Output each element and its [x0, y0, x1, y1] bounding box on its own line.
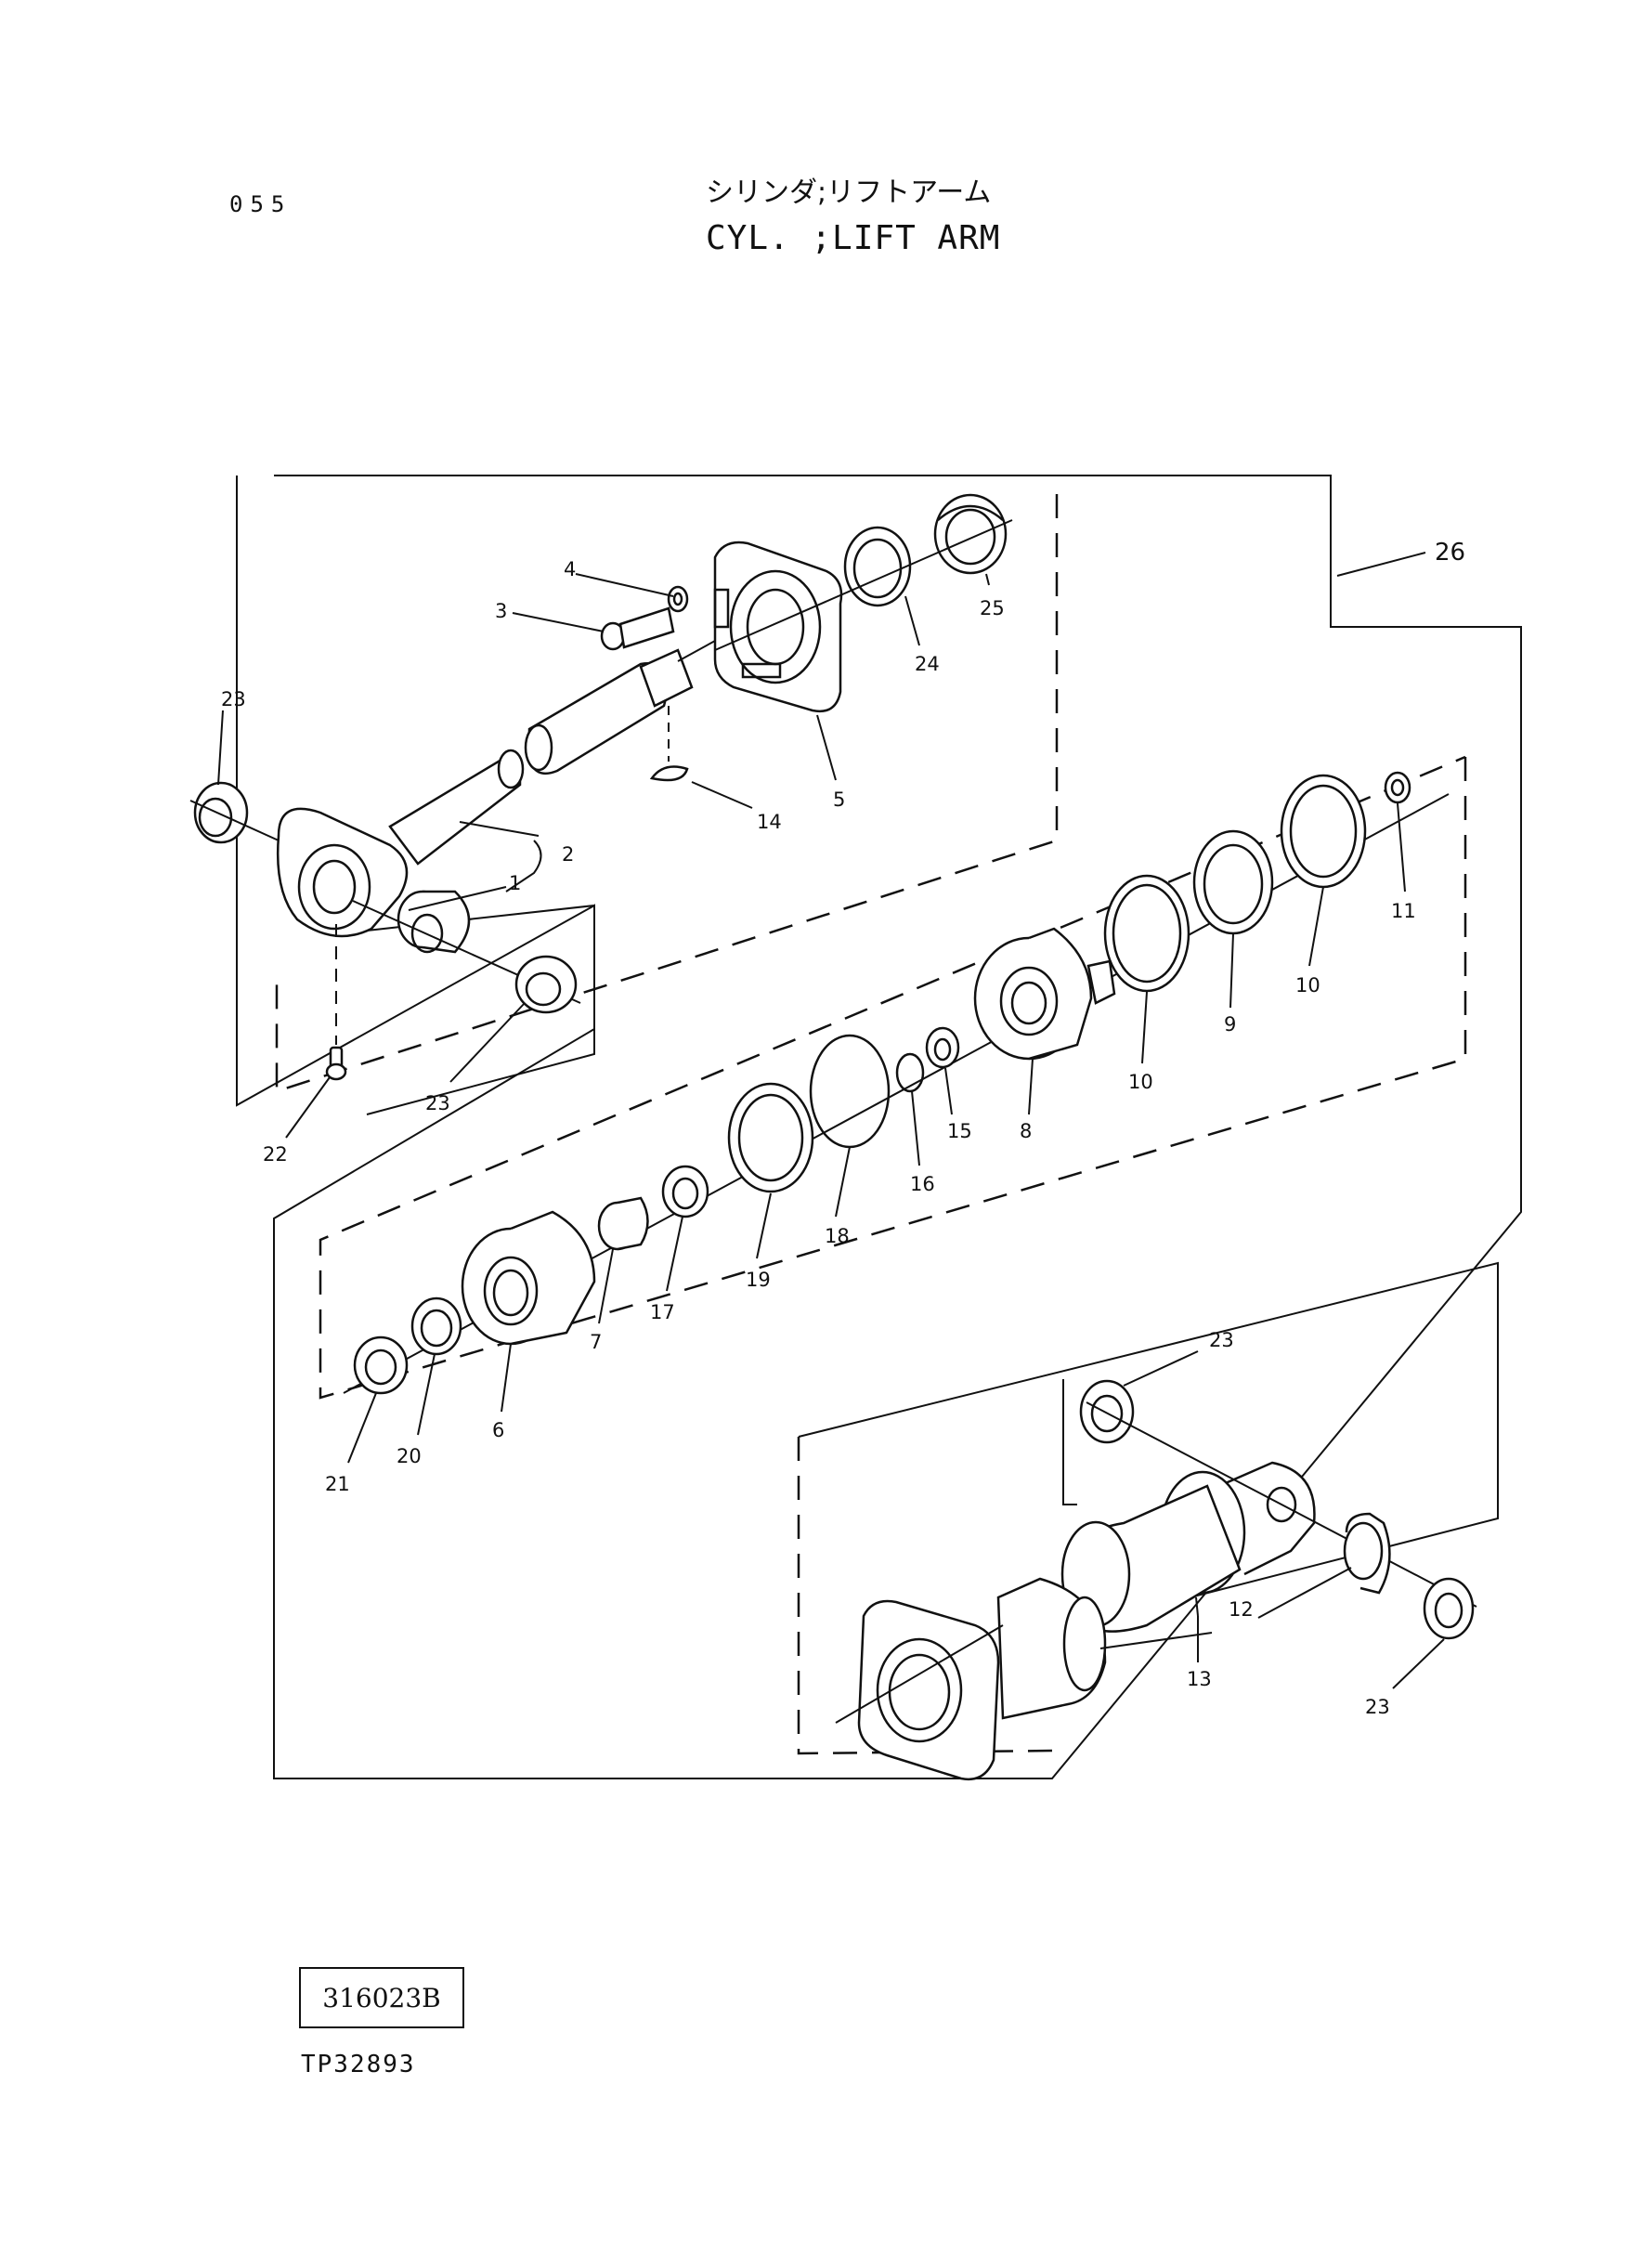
- tube-eye-inner-box: [1062, 1379, 1077, 1505]
- callout-4: 4: [564, 558, 576, 580]
- callout-23d: 23: [1365, 1696, 1390, 1718]
- cylinder-head-6: [461, 1210, 596, 1346]
- rod-cover-5: [713, 541, 843, 713]
- callout-labels: 1 2 3 4 5 6 7 8 9 10 10 11 12 13 14 15 1…: [221, 539, 1465, 1718]
- callout-16: 16: [910, 1173, 935, 1195]
- cylinder-tube-eye: [1060, 1461, 1316, 1633]
- piston-8: [973, 927, 1116, 1061]
- washer-4: [667, 585, 689, 613]
- piston-rod-eye: [276, 807, 409, 938]
- o-ring-16: [895, 1052, 925, 1093]
- drawing-id: TP32893: [301, 2051, 416, 2078]
- bushing-1: [397, 890, 471, 954]
- leader-lines: [217, 552, 1445, 1689]
- tube-eye-box: [798, 1261, 1499, 1631]
- callout-23c: 23: [1209, 1329, 1234, 1351]
- reference-code-box: 316023B: [299, 1967, 464, 2028]
- callout-15: 15: [947, 1120, 972, 1142]
- callout-9: 9: [1224, 1013, 1236, 1036]
- callout-12: 12: [1229, 1598, 1254, 1621]
- backup-ring-19: [727, 1082, 814, 1193]
- callout-6: 6: [492, 1419, 504, 1441]
- reference-code: 316023B: [322, 1982, 441, 2013]
- bushing-23-tube-lower: [1423, 1577, 1475, 1640]
- callout-25: 25: [980, 597, 1005, 619]
- bushing-12: [1343, 1512, 1391, 1595]
- seal-9: [1192, 829, 1274, 935]
- callout-21: 21: [325, 1473, 350, 1495]
- wear-ring-10-b: [1280, 774, 1367, 889]
- tube-eye-axis: [1086, 1401, 1477, 1608]
- callout-19: 19: [746, 1269, 771, 1291]
- callout-20: 20: [397, 1445, 422, 1467]
- o-ring-18: [809, 1034, 891, 1149]
- ring-20: [410, 1296, 462, 1356]
- callout-13: 13: [1187, 1668, 1212, 1690]
- callout-22: 22: [263, 1143, 288, 1166]
- callout-8: 8: [1020, 1120, 1032, 1142]
- callout-23b: 23: [425, 1092, 450, 1114]
- seal-24: [843, 526, 912, 607]
- callout-1: 1: [509, 872, 521, 894]
- bushing-23-rod-eye: [514, 955, 578, 1014]
- bolt-3: [600, 606, 675, 651]
- rod-cover-axis: [714, 519, 1013, 651]
- page-number: 055: [229, 191, 293, 217]
- title-english: CYL. ;LIFT ARM: [706, 219, 1001, 257]
- ring-15: [925, 1026, 960, 1069]
- assembly-boundary: [236, 475, 1522, 1779]
- rod-eye-box: [366, 904, 595, 1115]
- cylinder-tube-13: [835, 1577, 1107, 1781]
- grease-fitting-22: [325, 924, 347, 1081]
- callout-10b: 10: [1295, 974, 1320, 997]
- dust-seal-25: [933, 493, 1008, 575]
- wear-ring-10-a: [1103, 874, 1190, 993]
- callout-17: 17: [650, 1301, 675, 1323]
- callout-5: 5: [833, 788, 845, 811]
- title-japanese: シリンダ;リフトアーム: [706, 176, 992, 209]
- piston-group-boundary: [319, 755, 1467, 1400]
- seal-17: [661, 1165, 709, 1218]
- callout-18: 18: [825, 1225, 850, 1247]
- callout-23a: 23: [221, 688, 246, 710]
- callout-11: 11: [1391, 900, 1416, 922]
- callout-14: 14: [757, 811, 782, 833]
- callout-2: 2: [562, 843, 574, 866]
- rod-group-boundary: [275, 494, 1059, 1093]
- bushing-23-upper-left: [189, 781, 280, 844]
- callout-10a: 10: [1128, 1071, 1153, 1093]
- callout-24: 24: [915, 653, 940, 675]
- seal-21: [353, 1335, 409, 1395]
- callout-7: 7: [590, 1331, 602, 1353]
- key-14: [649, 706, 689, 782]
- retaining-ring-11: [1384, 771, 1411, 804]
- piston-rod: [388, 640, 716, 866]
- callout-3: 3: [495, 600, 507, 622]
- bushing-7: [597, 1196, 649, 1251]
- callout-26: 26: [1435, 539, 1465, 567]
- bushing-23-tube-upper: [1079, 1379, 1135, 1444]
